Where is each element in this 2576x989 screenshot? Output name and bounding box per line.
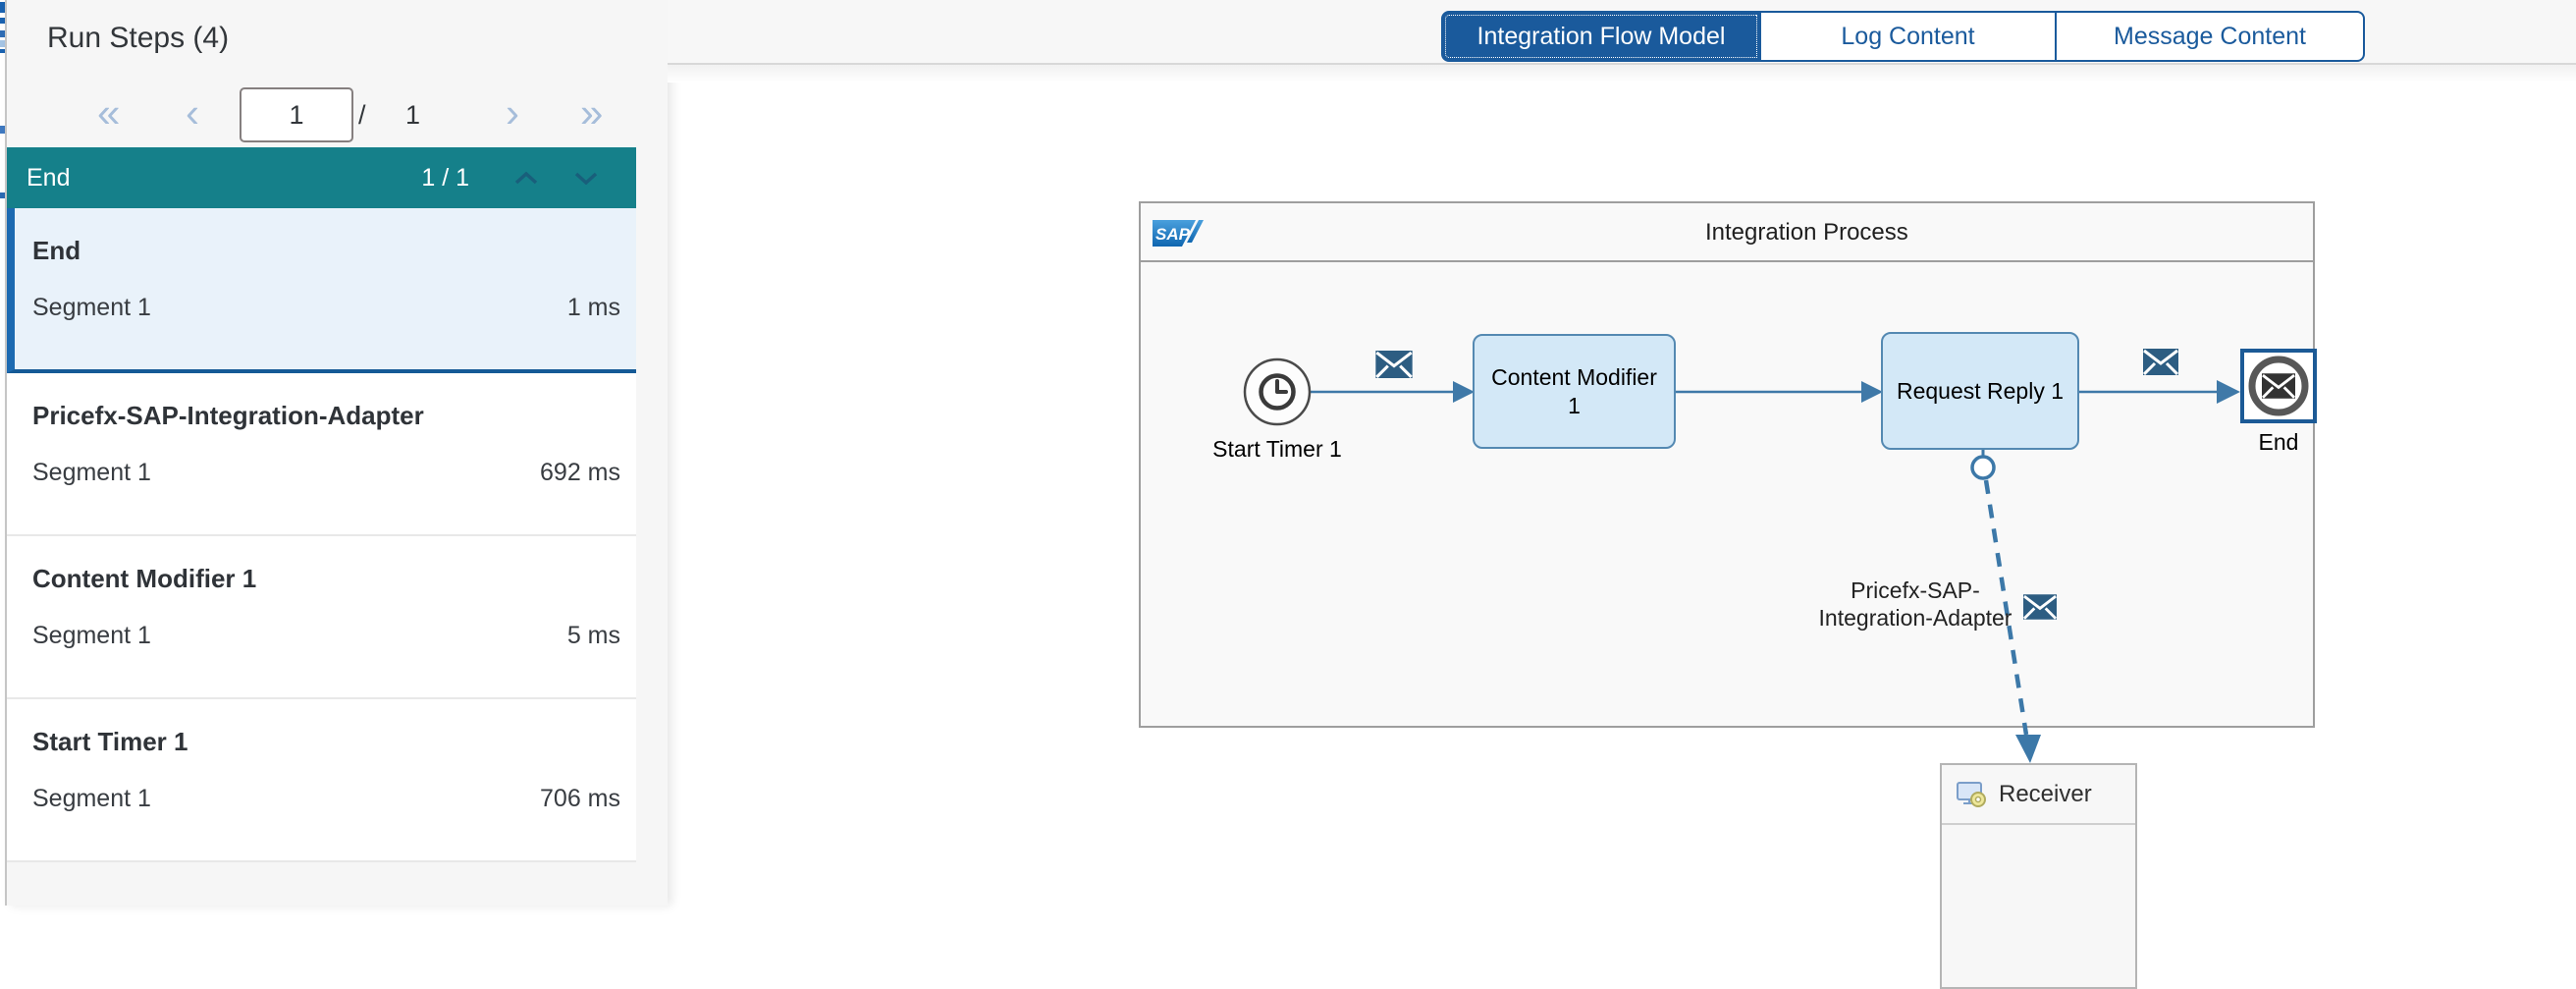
run-step-item-content-modifier[interactable]: Content Modifier 1 Segment 1 5 ms — [7, 536, 636, 699]
content-tabbar: Integration Flow Model Log Content Messa… — [1441, 11, 2365, 62]
flow-content-modifier-to-request-reply — [1676, 381, 1883, 403]
run-step-title: Content Modifier 1 — [32, 564, 257, 593]
run-step-duration: 1 ms — [566, 294, 620, 321]
receiver-header: Receiver — [1942, 765, 2135, 825]
sap-logo-icon: SAP — [1153, 220, 1204, 247]
end-event-label: End — [2258, 429, 2299, 455]
timer-clock-icon — [1259, 373, 1296, 411]
chevron-down-icon[interactable] — [574, 171, 598, 190]
adapter-connection-anchor — [1970, 450, 1996, 480]
run-step-item-start-timer[interactable]: Start Timer 1 Segment 1 706 ms — [7, 699, 636, 862]
chevron-up-icon[interactable] — [514, 171, 538, 190]
background-page-sliver — [0, 0, 5, 906]
end-message-envelope-icon — [2262, 373, 2295, 399]
adapter-connection-label: Pricefx-SAP-Integration-Adapter — [1818, 577, 2012, 631]
pool-header: SAP Integration Process — [1141, 203, 2313, 262]
end-event-selected[interactable] — [2240, 349, 2317, 423]
task-request-reply[interactable]: Request Reply 1 — [1881, 332, 2079, 450]
background-link-fragment — [0, 126, 5, 134]
panel-left-divider — [5, 0, 7, 906]
run-step-title: Pricefx-SAP-Integration-Adapter — [32, 401, 424, 430]
start-timer-label: Start Timer 1 — [1212, 436, 1342, 462]
run-step-duration: 706 ms — [540, 785, 620, 812]
receiver-participant[interactable]: Receiver — [1940, 763, 2137, 989]
run-step-segment: Segment 1 — [32, 294, 151, 321]
flow-start-to-content-modifier — [1310, 381, 1475, 403]
run-step-title: Start Timer 1 — [32, 727, 188, 756]
next-page-icon[interactable]: › — [506, 89, 519, 136]
message-envelope-icon — [1375, 351, 1413, 378]
receiver-system-icon — [1957, 781, 1986, 807]
run-step-segment: Segment 1 — [32, 622, 151, 649]
integration-process-pool: SAP Integration Process — [1139, 201, 2315, 728]
background-link-fragment — [0, 2, 5, 13]
run-step-segment: Segment 1 — [32, 785, 151, 812]
background-link-fragment — [0, 40, 5, 47]
message-envelope-icon — [2023, 594, 2057, 620]
receiver-label: Receiver — [1999, 780, 2092, 807]
first-page-icon[interactable]: « — [97, 89, 121, 136]
task-label: Request Reply 1 — [1896, 377, 2065, 404]
pool-title: Integration Process — [1705, 219, 1908, 246]
total-pages: 1 — [405, 100, 421, 130]
task-content-modifier[interactable]: Content Modifier 1 — [1473, 334, 1676, 449]
background-link-fragment — [0, 49, 5, 53]
content-header-divider — [668, 63, 2576, 65]
page-divider: / — [358, 100, 366, 130]
svg-text:SAP: SAP — [1155, 225, 1191, 244]
selected-step-counter: 1 / 1 — [421, 164, 469, 192]
previous-page-icon[interactable]: ‹ — [186, 89, 199, 136]
tab-message-content[interactable]: Message Content — [2055, 11, 2365, 62]
background-link-fragment — [0, 18, 5, 24]
selected-step-name: End — [27, 164, 71, 192]
tab-log-content[interactable]: Log Content — [1759, 11, 2057, 62]
run-step-duration: 692 ms — [540, 459, 620, 486]
run-steps-title: Run Steps (4) — [47, 22, 230, 54]
run-step-item-end[interactable]: End Segment 1 1 ms — [7, 208, 636, 373]
flow-request-reply-to-end — [2079, 380, 2240, 404]
run-step-item-adapter[interactable]: Pricefx-SAP-Integration-Adapter Segment … — [7, 373, 636, 536]
run-step-list: End Segment 1 1 ms Pricefx-SAP-Integrati… — [7, 208, 636, 862]
run-step-duration: 5 ms — [566, 622, 620, 649]
selected-step-header: End 1 / 1 — [7, 147, 636, 208]
start-timer-event[interactable] — [1243, 357, 1312, 426]
run-step-segment: Segment 1 — [32, 459, 151, 486]
page-number-input[interactable] — [240, 87, 353, 142]
message-flow-to-receiver — [1983, 479, 2041, 763]
message-envelope-icon — [2143, 349, 2178, 375]
background-link-fragment — [0, 30, 5, 37]
run-step-title: End — [32, 236, 81, 265]
background-link-fragment — [0, 192, 5, 198]
content-header-shadow — [668, 65, 2576, 82]
run-steps-panel: Run Steps (4) « ‹ / 1 › » End 1 / 1 End … — [7, 0, 668, 906]
tab-integration-flow-model[interactable]: Integration Flow Model — [1441, 11, 1761, 62]
task-label: Content Modifier 1 — [1491, 363, 1657, 418]
last-page-icon[interactable]: » — [580, 89, 604, 136]
